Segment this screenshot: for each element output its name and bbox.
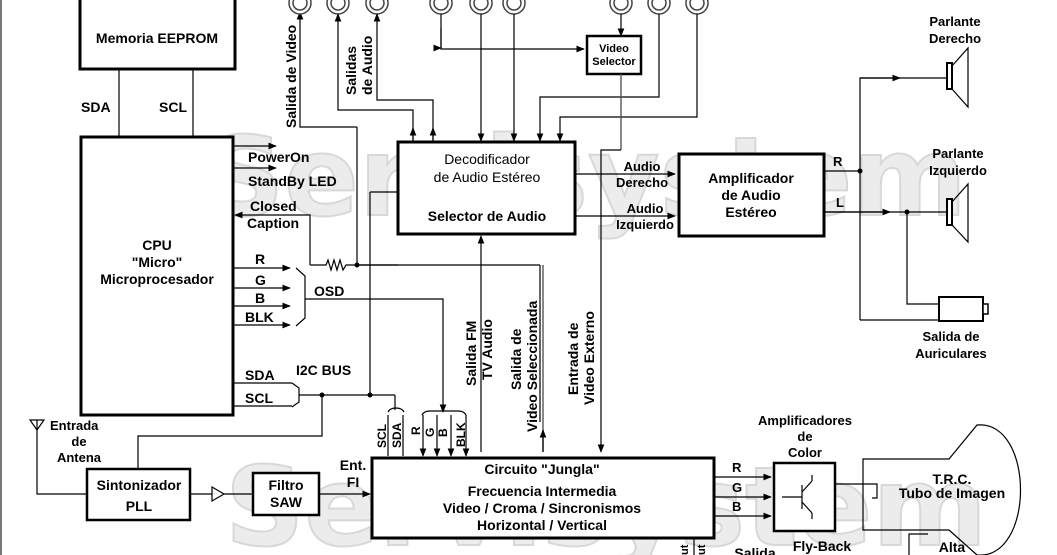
amp-l-label: L <box>836 195 844 210</box>
headphone-jack-icon <box>938 296 989 322</box>
amp-r-label: R <box>833 154 843 169</box>
if-in-label-1: Ent. <box>340 457 366 473</box>
jungle-label-2: Frecuencia Intermedia <box>468 483 617 499</box>
selected-video-label-1: Salida de <box>508 328 524 390</box>
audio-outs-label-2: de Audio <box>359 36 375 95</box>
osd-label: OSD <box>314 283 344 299</box>
amplifier-triangle-icon <box>211 485 226 503</box>
speaker-left-label-2: Izquierdo <box>929 163 987 178</box>
osd-b-label: B <box>255 290 265 306</box>
audio-left-label-2: Izquierdo <box>616 217 674 232</box>
resistor-symbol <box>310 257 398 273</box>
salida-partial-label: Salida <box>734 545 775 555</box>
saw-filter-block: Filtro SAW <box>251 471 321 517</box>
jungle-scl-label: SCL <box>375 424 389 448</box>
decoder-label-3: Selector de Audio <box>428 208 547 224</box>
amplifier-label-2: de Audio <box>721 187 780 203</box>
jungle-blk-label: BLK <box>454 422 468 447</box>
audio-decoder-block: Decodificador de Audio Estéreo Selector … <box>396 140 577 236</box>
decoder-label-1: Decodificador <box>444 151 530 167</box>
tuner-label-1: Sintonizador <box>97 477 182 493</box>
closed-caption-label-1: Closed <box>250 198 297 214</box>
decoder-label-2: de Audio Estéreo <box>434 169 541 185</box>
jungle-b-label: B <box>436 428 450 437</box>
fm-out-label-1: Salida FM <box>463 321 479 386</box>
rgb-b-label: B <box>732 499 741 514</box>
color-amplifier-block <box>772 461 837 533</box>
headphones-label-1: Salida de <box>922 329 979 344</box>
osd-r-label: R <box>255 251 265 267</box>
eeprom-scl-label: SCL <box>159 99 187 115</box>
speaker-right-label-1: Parlante <box>929 14 980 29</box>
eeprom-sda-label: SDA <box>81 99 111 115</box>
video-selector-label-1: Video <box>599 43 629 55</box>
flyback-label: Fly-Back <box>793 538 852 554</box>
ext-video-in-label-2: Video Externo <box>581 311 597 405</box>
color-amps-label-1: Amplificadores <box>758 413 852 428</box>
selected-video-label-2: Video Seleccionada <box>524 301 540 432</box>
speaker-right-label-2: Derecho <box>929 31 981 46</box>
audio-left-label-1: Audio <box>627 201 664 216</box>
amplifier-label-3: Estéreo <box>725 204 776 220</box>
tuner-label-2: PLL <box>126 498 153 514</box>
tuner-block: Sintonizador PLL <box>85 467 192 522</box>
watermark-top: Servisystem <box>205 113 967 241</box>
fm-out-label-2: TV Audio <box>479 319 495 380</box>
rgb-g-label: G <box>732 480 742 495</box>
cpu-label-1: CPU <box>142 237 172 253</box>
out-partial-2: ut <box>696 544 708 555</box>
speaker-right-icon <box>946 46 969 109</box>
cpu-block: CPU "Micro" Microprocesador <box>79 135 235 417</box>
antenna-label-2: de <box>71 434 86 449</box>
jungle-circuit-block: Circuito "Jungla" Frecuencia Intermedia … <box>370 456 716 540</box>
jungle-sda-label: SDA <box>390 422 404 448</box>
color-amps-label-3: Color <box>788 445 822 460</box>
jungle-r-label: R <box>409 426 423 435</box>
ext-video-in-label-1: Entrada de <box>565 322 581 395</box>
audio-amplifier-block: Amplificador de Audio Estéreo <box>677 152 826 238</box>
power-on-label: PowerOn <box>248 149 309 165</box>
headphones-label-2: Auriculares <box>915 346 987 361</box>
standby-led-label: StandBy LED <box>248 173 337 189</box>
rca-jacks <box>288 0 709 15</box>
audio-outs-label-1: Salidas <box>343 46 359 95</box>
cpu-label-2: "Micro" <box>132 254 183 270</box>
speaker-left-label-1: Parlante <box>932 146 983 161</box>
saw-filter-label-1: Filtro <box>269 477 304 493</box>
crt-tube-icon <box>862 424 1021 555</box>
video-out-label: Salida de Video <box>283 25 299 128</box>
closed-caption-label-2: Caption <box>247 215 299 231</box>
out-partial-1: ut <box>679 544 691 555</box>
jungle-label-3: Video / Croma / Sincronismos <box>443 500 641 516</box>
eeprom-label: Memoria EEPROM <box>96 30 218 46</box>
crt-label-1: T.R.C. <box>933 471 972 487</box>
antenna-icon <box>28 419 46 432</box>
jungle-label-4: Horizontal / Vertical <box>477 517 607 533</box>
antenna-label-3: Antena <box>57 450 102 465</box>
video-selector-block: Video Selector <box>585 34 643 76</box>
osd-g-label: G <box>255 272 266 288</box>
cpu-label-3: Microprocesador <box>100 271 214 287</box>
if-in-label-2: FI <box>347 474 359 490</box>
color-amps-label-2: de <box>797 429 812 444</box>
i2c-bus-label: I2C BUS <box>296 362 351 378</box>
speaker-left-icon <box>946 182 969 244</box>
jungle-label-1: Circuito "Jungla" <box>484 461 599 477</box>
antenna-label-1: Entrada <box>50 418 99 433</box>
high-voltage-label: Alta <box>939 539 966 555</box>
transistor-icon <box>782 475 813 519</box>
audio-right-label-1: Audio <box>624 159 661 174</box>
rgb-r-label: R <box>732 460 742 475</box>
amplifier-label-1: Amplificador <box>708 170 794 186</box>
crt-label-2: Tubo de Imagen <box>899 485 1005 501</box>
osd-blk-label: BLK <box>245 309 274 325</box>
jungle-g-label: G <box>423 428 437 437</box>
i2c-sda-label: SDA <box>245 367 275 383</box>
video-selector-label-2: Selector <box>592 56 636 68</box>
audio-right-label-2: Derecho <box>616 175 668 190</box>
saw-filter-label-2: SAW <box>270 494 303 510</box>
i2c-scl-label: SCL <box>245 390 273 406</box>
eeprom-block: Memoria EEPROM <box>78 0 237 71</box>
